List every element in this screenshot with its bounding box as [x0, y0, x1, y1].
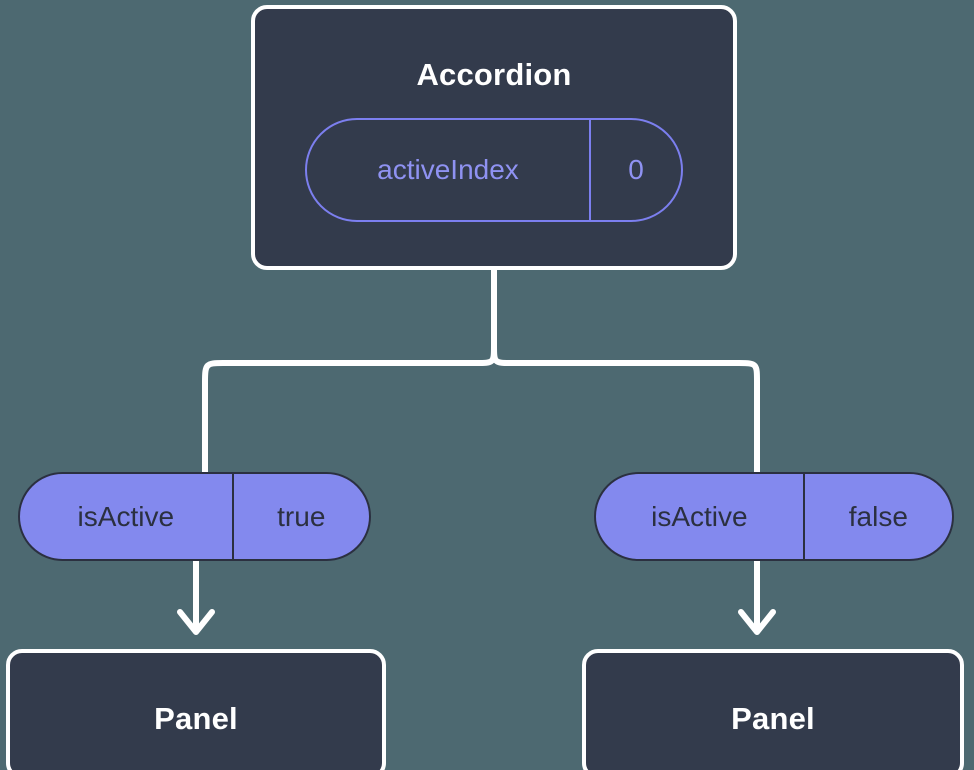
- connector-trunk-split: [202, 267, 497, 475]
- connector-trunk-split-right: [491, 342, 760, 475]
- prop-to-panel-arrow-left-head: [177, 609, 215, 635]
- state-pill-key: activeIndex: [377, 154, 519, 185]
- component-title-panel-right: Panel: [731, 700, 815, 736]
- prop-pill-is-active-left[interactable]: isActive true: [18, 472, 371, 561]
- prop-pill-value-right: false: [802, 474, 952, 559]
- prop-pill-is-active-right[interactable]: isActive false: [594, 472, 954, 561]
- component-title-accordion: Accordion: [416, 57, 572, 92]
- state-pill-active-index[interactable]: activeIndex 0: [305, 118, 683, 222]
- state-pill-value: 0: [588, 120, 681, 220]
- prop-pill-value-left: true: [231, 474, 369, 559]
- component-node-panel-left[interactable]: Panel: [6, 649, 386, 770]
- prop-pill-key-left: isActive: [77, 500, 175, 532]
- component-title-panel-left: Panel: [154, 700, 238, 736]
- prop-to-panel-arrow-right-head: [738, 609, 776, 635]
- component-node-panel-right[interactable]: Panel: [582, 649, 964, 770]
- prop-pill-key-right: isActive: [651, 500, 748, 532]
